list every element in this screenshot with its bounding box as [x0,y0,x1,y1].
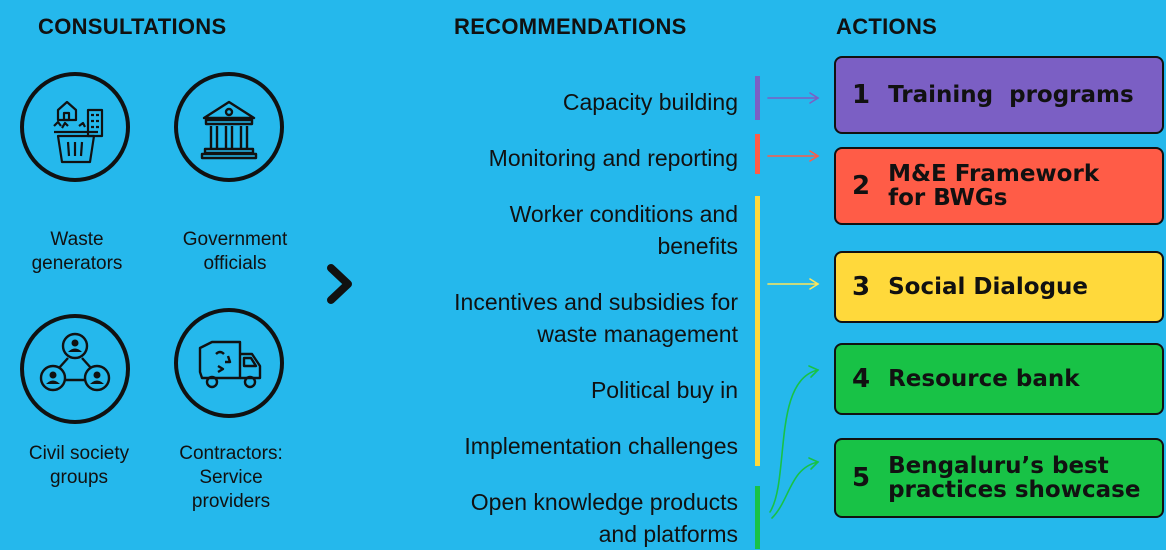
rec-implementation-challenges: Implementation challenges [464,433,738,459]
action-best-practices: 5 Bengaluru’s best practices showcase [834,438,1164,518]
action-resource-bank: 4 Resource bank [834,343,1164,415]
action-training-programs: 1 Training programs [834,56,1164,134]
action-social-dialogue: 3 Social Dialogue [834,251,1164,323]
government-officials-label: Government officials [182,229,288,274]
actions-heading: ACTIONS [836,14,938,39]
government-building-icon [200,100,258,160]
waste-generators-circle [20,72,130,182]
yellow-bar [755,196,760,466]
waste-generators-label: Waste generators [31,229,123,274]
rec-open-knowledge: Open knowledge products and platforms [470,489,738,547]
arrow-capacity-to-training [767,92,820,104]
rec-political-buy-in: Political buy in [590,377,738,403]
arrow-monitoring-to-me [767,150,820,162]
consultations-heading: CONSULTATIONS [38,14,227,39]
contractors-circle [174,308,284,418]
contractors-label: Contractors: Service providers [179,443,283,512]
rec-worker-conditions: Worker conditions and benefits [509,201,738,259]
people-network-icon [39,332,111,392]
arrow-green-to-resource-bank [769,365,820,513]
red-bar [755,134,760,174]
civil-society-circle [20,314,130,424]
rec-incentives-subsidies: Incentives and subsidies for waste manag… [454,289,738,347]
green-bar [755,486,760,549]
rec-capacity-building: Capacity building [562,89,738,115]
government-officials-circle [174,72,284,182]
purple-bar [755,76,760,120]
arrow-yellow-to-social-dialogue [767,278,820,290]
rec-monitoring-reporting: Monitoring and reporting [488,145,738,171]
civil-society-label: Civil society groups [28,443,130,488]
recommendations-heading: RECOMMENDATIONS [454,14,687,39]
arrow-green-to-best-practices [771,457,820,519]
action-me-framework: 2 M&E Framework for BWGs [834,147,1164,225]
waste-bin-city-icon [53,100,104,164]
chevron-right-icon [327,264,352,304]
garbage-truck-icon [198,340,262,389]
